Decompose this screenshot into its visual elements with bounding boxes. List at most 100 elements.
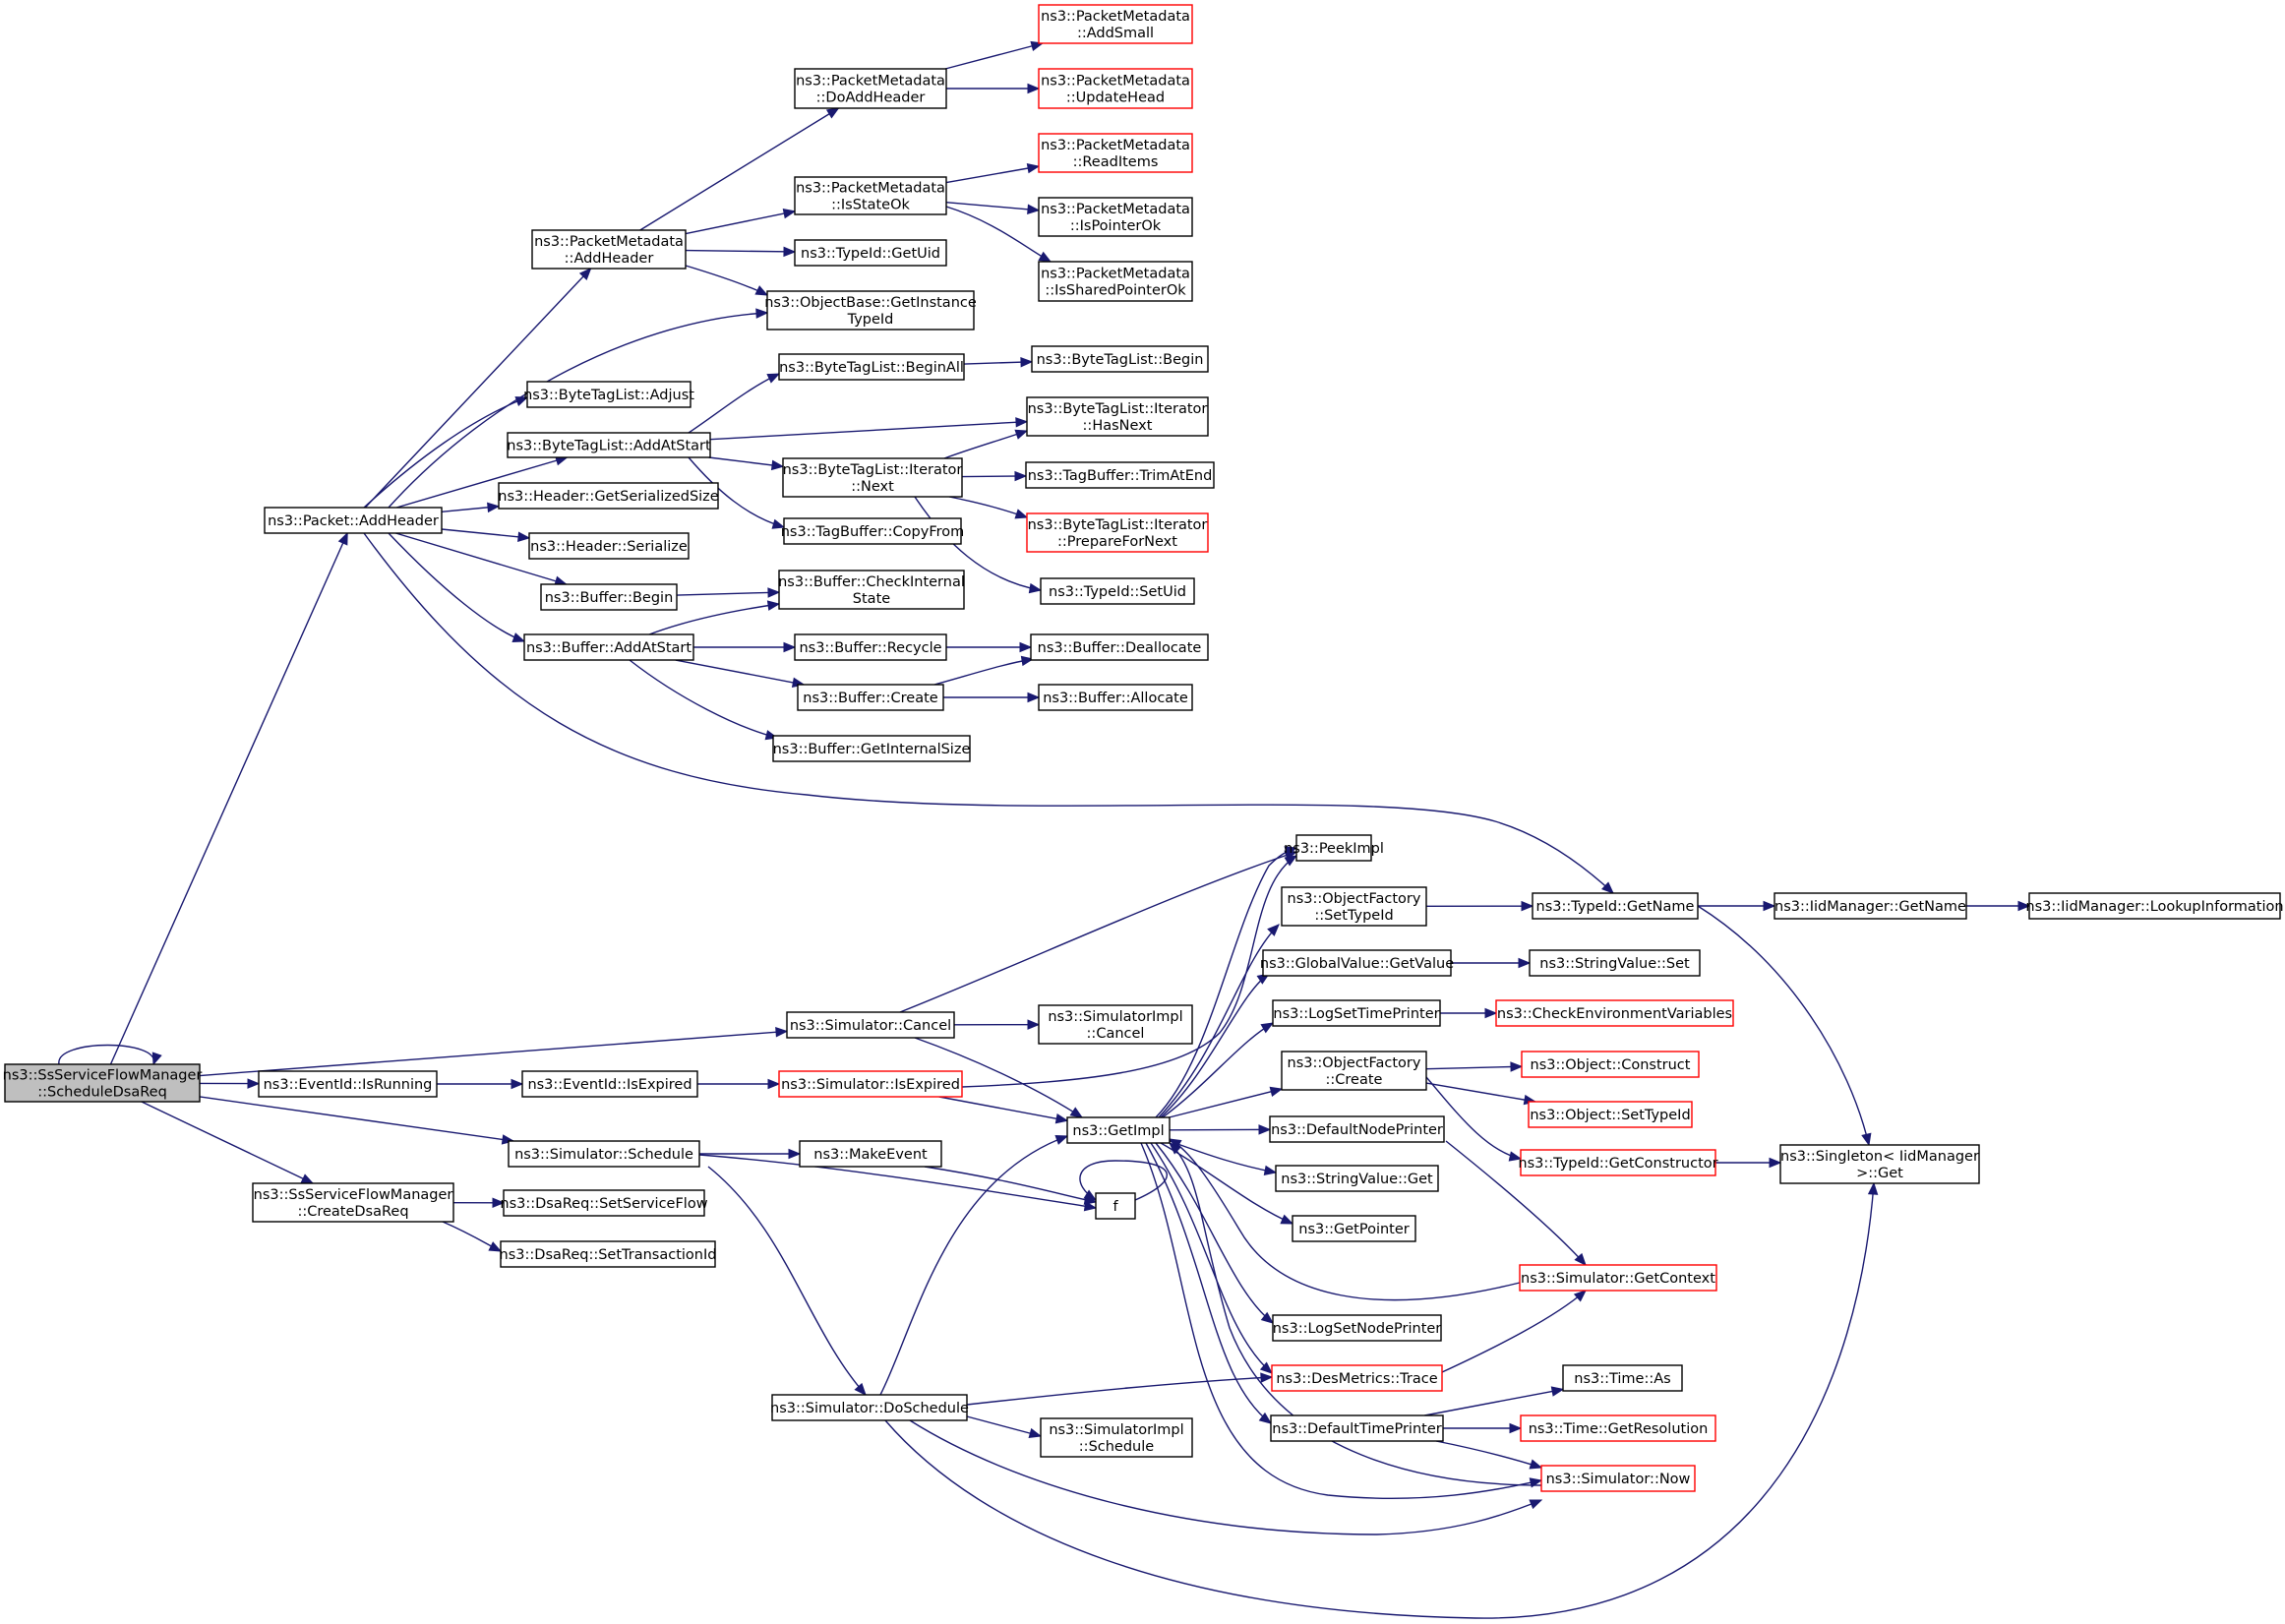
node-stringValueSet[interactable]: ns3::StringValue::Set — [1529, 949, 1701, 977]
node-box[interactable] — [1038, 4, 1193, 44]
node-btlItHasNext[interactable]: ns3::ByteTagList::Iterator::HasNext — [1026, 396, 1209, 437]
node-btlAdjust[interactable]: ns3::ByteTagList::Adjust — [523, 381, 694, 408]
node-timeAs[interactable]: ns3::Time::As — [1562, 1364, 1683, 1392]
node-box[interactable] — [1521, 1051, 1700, 1078]
node-box[interactable] — [1270, 1414, 1444, 1442]
node-box[interactable] — [1038, 133, 1193, 173]
node-box[interactable] — [1779, 1144, 1980, 1184]
node-bufRecycle[interactable]: ns3::Buffer::Recycle — [794, 633, 947, 661]
node-pmAddSmall[interactable]: ns3::PacketMetadata::AddSmall — [1038, 4, 1193, 44]
node-desMetricsTrace[interactable]: ns3::DesMetrics::Trace — [1271, 1364, 1443, 1392]
node-checkEnvironmentVariables[interactable]: ns3::CheckEnvironmentVariables — [1495, 999, 1734, 1027]
node-pmIsSharedPointerOk[interactable]: ns3::PacketMetadata::IsSharedPointerOk — [1038, 261, 1193, 302]
node-simCancel[interactable]: ns3::Simulator::Cancel — [786, 1011, 955, 1039]
node-box[interactable] — [1095, 1192, 1136, 1220]
node-typeIdGetConstructor[interactable]: ns3::TypeId::GetConstructor — [1518, 1149, 1718, 1176]
node-objectSetTypeId[interactable]: ns3::Object::SetTypeId — [1528, 1101, 1693, 1128]
node-box[interactable] — [778, 353, 965, 381]
node-simImplSchedule[interactable]: ns3::SimulatorImpl::Schedule — [1040, 1417, 1193, 1458]
node-box[interactable] — [783, 517, 962, 545]
node-bufBegin[interactable]: ns3::Buffer::Begin — [540, 583, 678, 611]
node-pmUpdateHead[interactable]: ns3::PacketMetadata::UpdateHead — [1038, 68, 1193, 109]
node-btlItNext[interactable]: ns3::ByteTagList::Iterator::Next — [782, 457, 963, 498]
node-hdrSerialize[interactable]: ns3::Header::Serialize — [528, 532, 690, 560]
node-iidMgrGetName[interactable]: ns3::IidManager::GetName — [1774, 892, 1967, 920]
node-simSchedule[interactable]: ns3::Simulator::Schedule — [508, 1140, 700, 1168]
node-box[interactable] — [782, 457, 963, 498]
node-simIsExpired[interactable]: ns3::Simulator::IsExpired — [778, 1070, 963, 1098]
node-fFunc[interactable]: f — [1095, 1192, 1136, 1220]
node-box[interactable] — [531, 229, 687, 270]
node-pmIsStateOk[interactable]: ns3::PacketMetadata::IsStateOk — [794, 176, 947, 215]
node-box[interactable] — [528, 532, 690, 560]
node-box[interactable] — [1275, 1165, 1439, 1192]
node-box[interactable] — [778, 1070, 963, 1098]
node-getImpl[interactable]: ns3::GetImpl — [1066, 1116, 1171, 1144]
node-typeIdSetUid[interactable]: ns3::TypeId::SetUid — [1040, 577, 1195, 605]
node-box[interactable] — [1026, 512, 1209, 553]
node-bufAddAtStart[interactable]: ns3::Buffer::AddAtStart — [523, 633, 694, 661]
node-box[interactable] — [540, 583, 678, 611]
node-box[interactable] — [799, 1140, 942, 1168]
node-box[interactable] — [498, 482, 719, 510]
node-box[interactable] — [1562, 1364, 1683, 1392]
node-box[interactable] — [258, 1070, 438, 1098]
node-typeIdGetUid[interactable]: ns3::TypeId::GetUid — [794, 239, 947, 267]
node-box[interactable] — [500, 1240, 716, 1268]
node-pmReadItems[interactable]: ns3::PacketMetadata::ReadItems — [1038, 133, 1193, 173]
node-timeGetResolution[interactable]: ns3::Time::GetResolution — [1520, 1414, 1716, 1442]
node-pmIsPointerOk[interactable]: ns3::PacketMetadata::IsPointerOk — [1038, 197, 1193, 237]
node-box[interactable] — [1495, 999, 1734, 1027]
node-box[interactable] — [797, 684, 944, 711]
node-eventIdIsRunning[interactable]: ns3::EventId::IsRunning — [258, 1070, 438, 1098]
node-box[interactable] — [1025, 461, 1215, 489]
node-tagBufCopyFrom[interactable]: ns3::TagBuffer::CopyFrom — [781, 517, 965, 545]
node-box[interactable] — [503, 1189, 705, 1217]
node-btlAddAtStart[interactable]: ns3::ByteTagList::AddAtStart — [507, 432, 711, 458]
node-hdrGetSerializedSize[interactable]: ns3::Header::GetSerializedSize — [498, 482, 719, 510]
node-box[interactable] — [1040, 577, 1195, 605]
node-box[interactable] — [1038, 1004, 1193, 1045]
node-box[interactable] — [4, 1063, 201, 1103]
node-box[interactable] — [521, 1070, 698, 1098]
node-pmDoAddHeader[interactable]: ns3::PacketMetadata::DoAddHeader — [794, 68, 947, 109]
node-defaultNodePrinter[interactable]: ns3::DefaultNodePrinter — [1269, 1115, 1445, 1143]
node-box[interactable] — [1272, 1314, 1442, 1342]
node-pmAddHeader[interactable]: ns3::PacketMetadata::AddHeader — [531, 229, 687, 270]
node-box[interactable] — [507, 432, 711, 458]
node-makeEvent[interactable]: ns3::MakeEvent — [799, 1140, 942, 1168]
node-box[interactable] — [1295, 834, 1372, 862]
node-box[interactable] — [794, 633, 947, 661]
node-root[interactable]: ns3::SsServiceFlowManager::ScheduleDsaRe… — [3, 1063, 203, 1103]
node-objFactorySetTypeId[interactable]: ns3::ObjectFactory::SetTypeId — [1281, 886, 1427, 927]
node-box[interactable] — [1520, 1149, 1716, 1176]
node-box[interactable] — [1030, 633, 1209, 661]
node-box[interactable] — [1066, 1116, 1171, 1144]
node-box[interactable] — [508, 1140, 700, 1168]
node-box[interactable] — [2028, 892, 2281, 920]
node-box[interactable] — [252, 1182, 454, 1223]
node-tagBufTrimAtEnd[interactable]: ns3::TagBuffer::TrimAtEnd — [1025, 461, 1215, 489]
node-btlBegin[interactable]: ns3::ByteTagList::Begin — [1031, 345, 1209, 373]
node-box[interactable] — [1281, 1051, 1427, 1091]
node-simGetContext[interactable]: ns3::Simulator::GetContext — [1519, 1264, 1717, 1292]
node-box[interactable] — [1038, 68, 1193, 109]
node-stringValueGet[interactable]: ns3::StringValue::Get — [1275, 1165, 1439, 1192]
node-btlBeginAll[interactable]: ns3::ByteTagList::BeginAll — [778, 353, 965, 381]
node-box[interactable] — [264, 507, 443, 534]
node-bufAllocate[interactable]: ns3::Buffer::Allocate — [1038, 684, 1193, 711]
node-box[interactable] — [772, 735, 971, 762]
node-box[interactable] — [1271, 1364, 1443, 1392]
node-box[interactable] — [1292, 1215, 1416, 1242]
node-ssCreateDsaReq[interactable]: ns3::SsServiceFlowManager::CreateDsaReq — [252, 1182, 454, 1223]
node-bufCreate[interactable]: ns3::Buffer::Create — [797, 684, 944, 711]
node-box[interactable] — [1038, 197, 1193, 237]
node-box[interactable] — [778, 570, 965, 610]
node-box[interactable] — [1529, 949, 1701, 977]
node-eventIdIsExpired[interactable]: ns3::EventId::IsExpired — [521, 1070, 698, 1098]
node-logSetTimePrinter[interactable]: ns3::LogSetTimePrinter — [1272, 999, 1441, 1027]
node-getPointer[interactable]: ns3::GetPointer — [1292, 1215, 1416, 1242]
node-addHeaderPkt[interactable]: ns3::Packet::AddHeader — [264, 507, 443, 534]
